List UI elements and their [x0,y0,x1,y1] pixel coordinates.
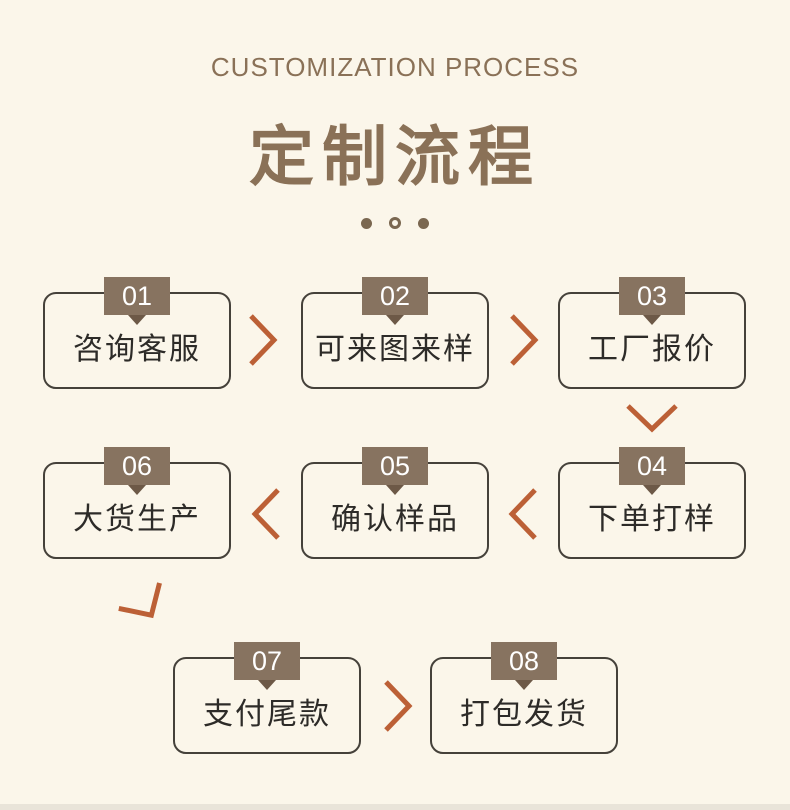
step-number-badge: 02 [362,277,428,315]
step-box-8: 08 打包发货 [430,642,618,754]
arrow-right-icon [384,680,413,732]
step-number-badge: 03 [619,277,685,315]
step-label: 支付尾款 [203,696,331,732]
step-box-2: 02 可来图来样 [301,277,489,389]
arrow-left-icon [508,488,537,540]
step-box-1: 01 咨询客服 [43,277,231,389]
step-box-6: 06 大货生产 [43,447,231,559]
step-number-badge: 06 [104,447,170,485]
step-label: 可来图来样 [315,331,475,367]
step-box-5: 05 确认样品 [301,447,489,559]
step-label: 确认样品 [331,501,459,537]
step-label: 咨询客服 [73,331,201,367]
step-number-badge: 01 [104,277,170,315]
arrow-down-rotated-icon [118,582,162,619]
page-title: 定制流程 [248,120,541,195]
step-number-badge: 04 [619,447,685,485]
step-number-badge: 07 [234,642,300,680]
step-number-badge: 05 [362,447,428,485]
dot-outline-icon [389,217,401,229]
bottom-edge-strip [0,804,790,810]
dot-filled-icon [361,217,372,229]
step-label: 下单打样 [588,501,716,537]
step-box-3: 03 工厂报价 [558,277,746,389]
arrow-down-icon [626,404,678,433]
dot-filled-icon [418,217,429,229]
step-box-7: 07 支付尾款 [173,642,361,754]
arrow-right-icon [249,314,278,366]
step-label: 大货生产 [73,501,201,537]
step-number-badge: 08 [491,642,557,680]
step-label: 工厂报价 [588,331,716,367]
subtitle-english: CUSTOMIZATION PROCESS [210,52,580,82]
title-divider-dots [0,217,790,229]
step-box-4: 04 下单打样 [558,447,746,559]
arrow-left-icon [251,488,280,540]
arrow-right-icon [510,314,539,366]
step-label: 打包发货 [460,696,588,732]
